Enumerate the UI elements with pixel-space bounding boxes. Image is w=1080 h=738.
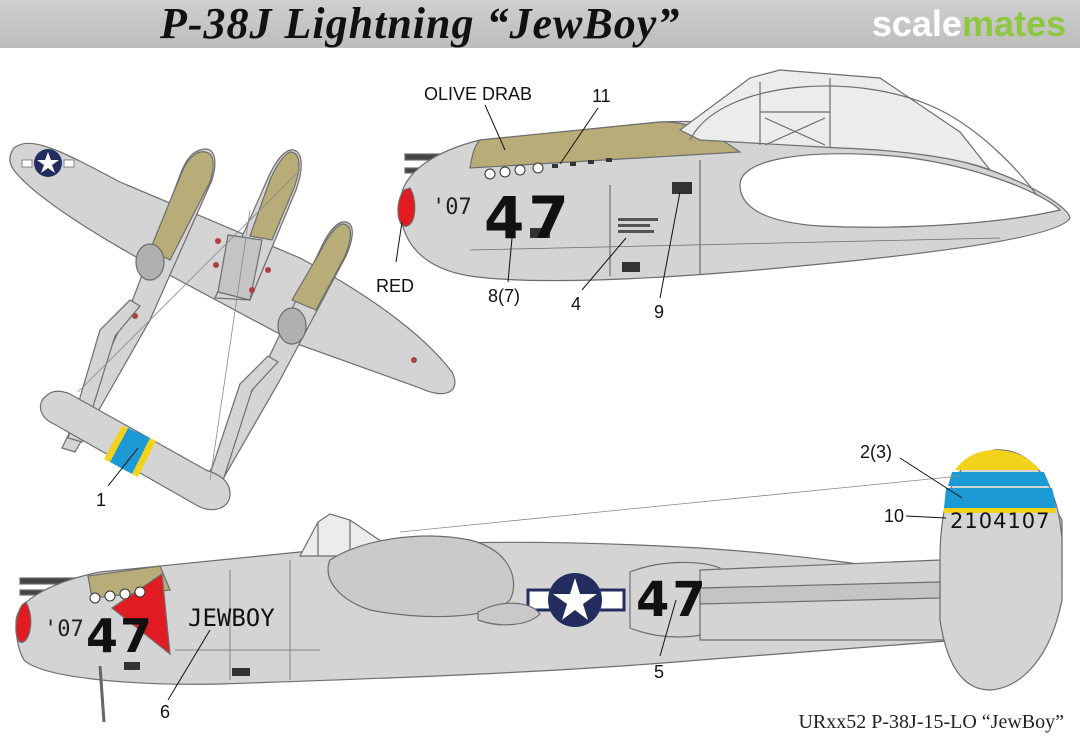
- callout-10: 10: [884, 506, 905, 526]
- tail-serial: 2104107: [950, 509, 1051, 533]
- side-aircraft-number-aft: 47: [636, 572, 709, 628]
- callout-2-3: 2(3): [860, 442, 893, 462]
- brand-logo[interactable]: scalemates: [872, 6, 1066, 42]
- callout-1: 1: [96, 490, 107, 510]
- callout-olive-drab: OLIVE DRAB: [424, 84, 533, 104]
- brand-logo-part1: scale: [871, 3, 962, 44]
- side-aircraft-number-fwd: 47: [86, 609, 154, 663]
- nose-small-code: '07: [432, 195, 472, 220]
- header-bar: P-38J Lightning “JewBoy” scalemates: [0, 0, 1080, 48]
- callout-9: 9: [654, 302, 665, 322]
- nose-art-name: JEWBOY: [188, 604, 275, 632]
- full-side-view: [15, 449, 1063, 723]
- callout-6: 6: [160, 702, 171, 722]
- side-small-code: '07: [44, 617, 84, 642]
- product-caption: URxx52 P-38J-15-LO “JewBoy”: [798, 711, 1064, 733]
- nose-side-view: [397, 69, 1071, 282]
- top-view: [9, 142, 456, 511]
- callout-4: 4: [571, 294, 582, 314]
- nose-aircraft-number: 47: [484, 184, 573, 252]
- callout-11: 11: [592, 86, 611, 106]
- callout-5: 5: [654, 662, 665, 682]
- callout-8-7: 8(7): [488, 286, 521, 306]
- callout-red: RED: [376, 276, 415, 296]
- brand-logo-part2: mates: [961, 3, 1066, 44]
- callout-leaders: [107, 104, 963, 701]
- page-title: P-38J Lightning “JewBoy”: [160, 0, 681, 48]
